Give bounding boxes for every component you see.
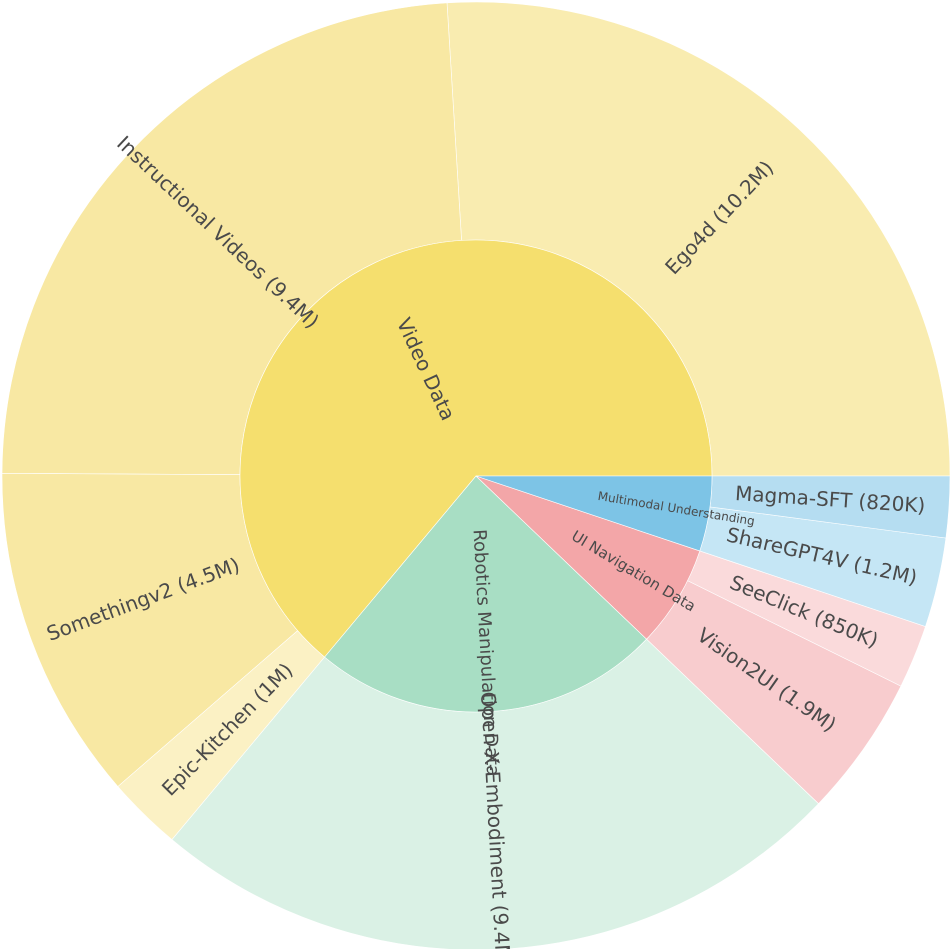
inner-slice-ui-navigation-data — [475, 475, 701, 640]
inner-slice-robotics-manipulation-data — [324, 475, 647, 713]
inner-slice-video-data — [239, 239, 713, 658]
inner-slice-multimodal-understanding — [475, 475, 713, 552]
